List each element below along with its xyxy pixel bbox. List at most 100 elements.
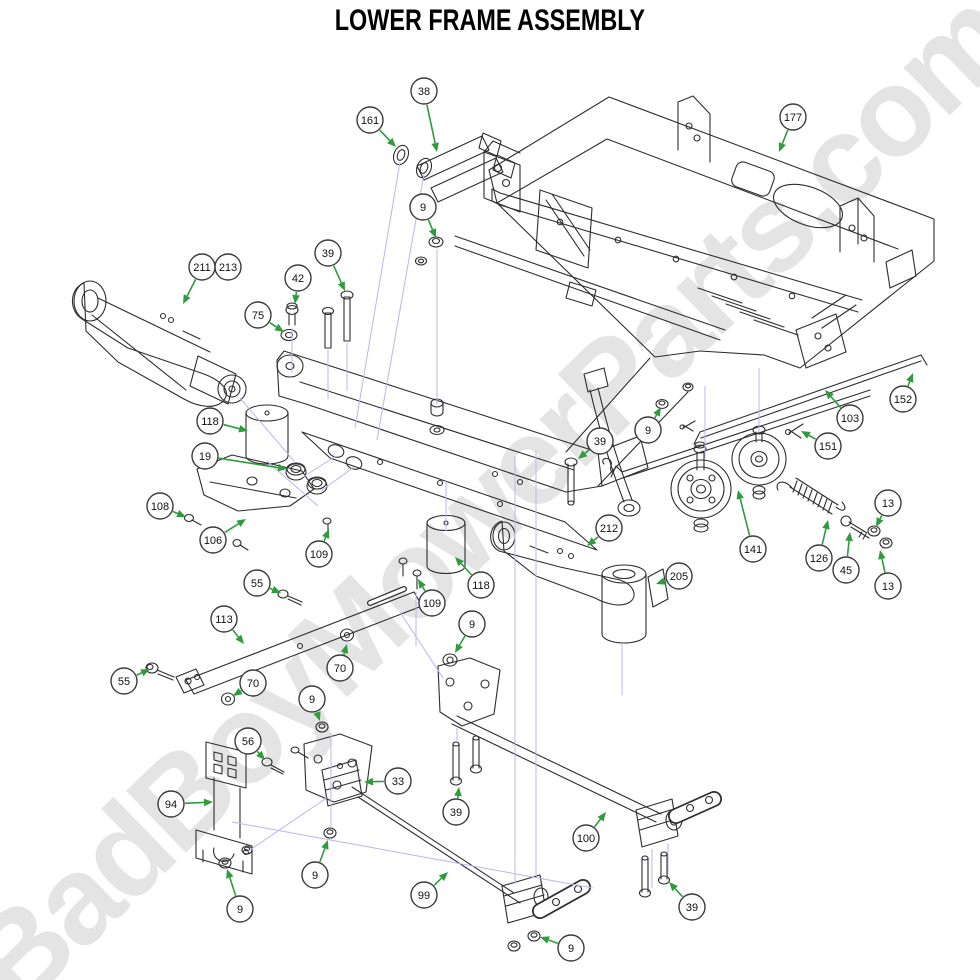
callout-balloon	[226, 895, 254, 923]
callout-balloon	[326, 654, 354, 682]
callout-94: 94	[157, 790, 213, 818]
main-frame-art	[301, 95, 935, 551]
callout-arrow-head	[778, 142, 786, 152]
callout-9: 9	[226, 869, 254, 923]
skid-plate-art	[183, 454, 422, 590]
callout-75: 75	[244, 301, 284, 332]
callout-number: 9	[420, 202, 426, 214]
callout-211: 211	[183, 253, 216, 304]
callout-arrow-head	[322, 529, 330, 539]
callout-number: 9	[312, 870, 318, 882]
callout-arrow-line	[879, 515, 883, 520]
callout-arrow-head	[387, 137, 396, 147]
callout-arrow-head	[454, 787, 462, 797]
callout-9: 9	[409, 193, 437, 238]
callout-109: 109	[418, 579, 446, 617]
callout-arrow-head	[587, 537, 597, 546]
callout-balloon	[196, 407, 224, 435]
callout-arrow-line	[654, 414, 658, 419]
callout-balloon	[467, 571, 495, 599]
callout-arrow-head	[274, 323, 284, 332]
callout-balloon	[814, 432, 842, 460]
callout-number: 19	[199, 451, 211, 463]
callout-arrow-line	[256, 750, 260, 754]
callout-arrow-head	[878, 550, 886, 560]
callout-arrow-head	[238, 425, 248, 433]
callout-38: 38	[410, 77, 439, 152]
callout-126: 126	[805, 520, 833, 572]
callout-number: 109	[310, 549, 328, 561]
callout-arrow-line	[593, 818, 602, 828]
callout-balloon	[191, 442, 219, 470]
callout-arrow-line	[269, 587, 274, 591]
callout-arrow-head	[271, 586, 281, 594]
callout-arrow-line	[229, 877, 237, 896]
callout-100: 100	[572, 812, 606, 852]
callout-balloon	[665, 562, 693, 590]
callout-9: 9	[301, 840, 329, 889]
callout-33: 33	[364, 767, 412, 795]
callout-arrow-head	[822, 520, 830, 530]
callout-arrow-head	[455, 557, 464, 567]
callout-152: 152	[889, 373, 917, 413]
callout-number: 106	[204, 535, 222, 547]
caster-arm-right-art	[490, 520, 669, 644]
callout-number: 13	[882, 498, 894, 510]
callout-number: 177	[784, 112, 802, 124]
callout-arrow-line	[343, 652, 346, 655]
callout-39: 39	[314, 239, 345, 291]
callout-balloon	[410, 77, 438, 105]
callout-arrow-line	[427, 219, 434, 231]
callout-9: 9	[455, 610, 486, 653]
callout-balloon	[805, 544, 833, 572]
callout-balloon	[678, 893, 706, 921]
callout-balloon	[314, 239, 342, 267]
callout-arrow-line	[739, 498, 751, 536]
callout-number: 39	[322, 248, 334, 260]
callout-balloon	[409, 193, 437, 221]
callout-balloon	[779, 103, 807, 131]
callout-arrow-line	[584, 449, 590, 454]
callout-number: 75	[252, 310, 264, 322]
bushing-cylinders-art	[245, 404, 466, 575]
callout-balloon	[301, 861, 329, 889]
callout-arrow-line	[224, 523, 239, 534]
callout-number: 70	[247, 678, 259, 690]
callout-balloon	[874, 489, 902, 517]
callout-arrow-line	[548, 939, 559, 945]
callout-arrow-line	[186, 279, 197, 297]
callout-55: 55	[243, 569, 281, 597]
callout-arrow-line	[332, 265, 343, 284]
callout-number: 9	[309, 694, 315, 706]
callout-arrow-head	[540, 936, 550, 944]
callout-arrow-head	[313, 711, 321, 721]
callout-39: 39	[669, 882, 706, 921]
callout-39: 39	[442, 787, 470, 826]
callout-arrow-head	[669, 882, 678, 892]
callout-arrow-head	[653, 407, 661, 417]
callout-151: 151	[801, 431, 842, 460]
callout-108: 108	[146, 492, 186, 520]
callout-balloon	[356, 106, 384, 134]
callout-arrow-head	[845, 532, 853, 542]
idler-pulleys-art	[670, 425, 787, 533]
callout-arrow-head	[438, 872, 448, 881]
callout-number: 56	[242, 736, 254, 748]
callout-balloon	[836, 404, 864, 432]
callout-number: 55	[251, 578, 263, 590]
callout-118: 118	[455, 557, 495, 599]
top-bolts-art	[280, 290, 354, 349]
callout-arrow-head	[431, 142, 439, 152]
callout-number: 38	[418, 86, 430, 98]
callout-arrow-head	[876, 517, 884, 527]
callout-arrow-line	[433, 877, 443, 886]
callout-arrow-head	[364, 777, 374, 786]
callout-number: 108	[151, 501, 169, 513]
callout-number: 211	[193, 262, 211, 274]
callout-balloon	[284, 264, 312, 292]
callout-balloon	[244, 301, 272, 329]
callout-arrow-head	[176, 509, 186, 517]
callout-balloon	[214, 253, 242, 281]
